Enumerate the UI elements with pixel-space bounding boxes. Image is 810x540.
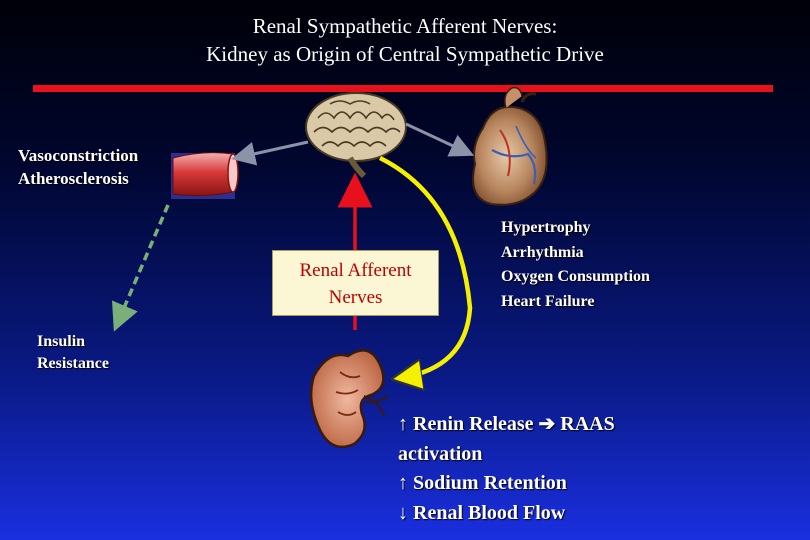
vessel-effects-label: Vasoconstriction Atherosclerosis [18,144,138,190]
heart-effect-item: Hypertrophy [501,219,591,236]
brain-icon [305,92,407,179]
heart-effect-item: Oxygen Consumption [501,268,650,285]
box-line-1: Renal Afferent [299,260,412,281]
kidney-icon [309,349,389,449]
vessel-to-insulin-arrow [112,204,170,332]
title-line-1: Renal Sympathetic Afferent Nerves: [252,14,558,38]
heart-effect-item: Arrhythmia [501,243,584,261]
box-line-2: Nerves [328,287,383,308]
vessel-effect-1: Vasoconstriction [18,146,139,165]
heart-effect-item: Heart Failure [501,292,595,310]
renal-effect-item: ↑ Renin Release ➔ RAAS [398,413,615,435]
brain-to-heart-arrow [405,122,475,157]
insulin-resistance-label: Insulin Resistance [37,331,109,375]
blood-vessel-icon [171,152,239,199]
insulin-line-1: Insulin [37,333,86,350]
renal-effects-list: ↑ Renin Release ➔ RAAS activation ↑ Sodi… [398,410,615,528]
title-line-2: Kidney as Origin of Central Sympathetic … [206,42,604,66]
renal-effect-item: activation [398,442,483,465]
renal-effect-item: ↑ Sodium Retention [398,472,567,494]
vessel-effect-2: Atherosclerosis [18,169,129,188]
heart-effects-list: Hypertrophy Arrhythmia Oxygen Consumptio… [501,216,650,314]
slide-title: Renal Sympathetic Afferent Nerves: Kidne… [0,12,810,68]
brain-to-vessel-arrow [231,140,309,166]
renal-afferent-nerves-box: Renal Afferent Nerves [272,250,439,316]
renal-effect-item: ↓ Renal Blood Flow [398,501,566,524]
title-divider [33,85,773,92]
heart-icon [472,86,548,206]
efferent-arrow [378,155,473,378]
insulin-line-2: Resistance [37,355,109,372]
